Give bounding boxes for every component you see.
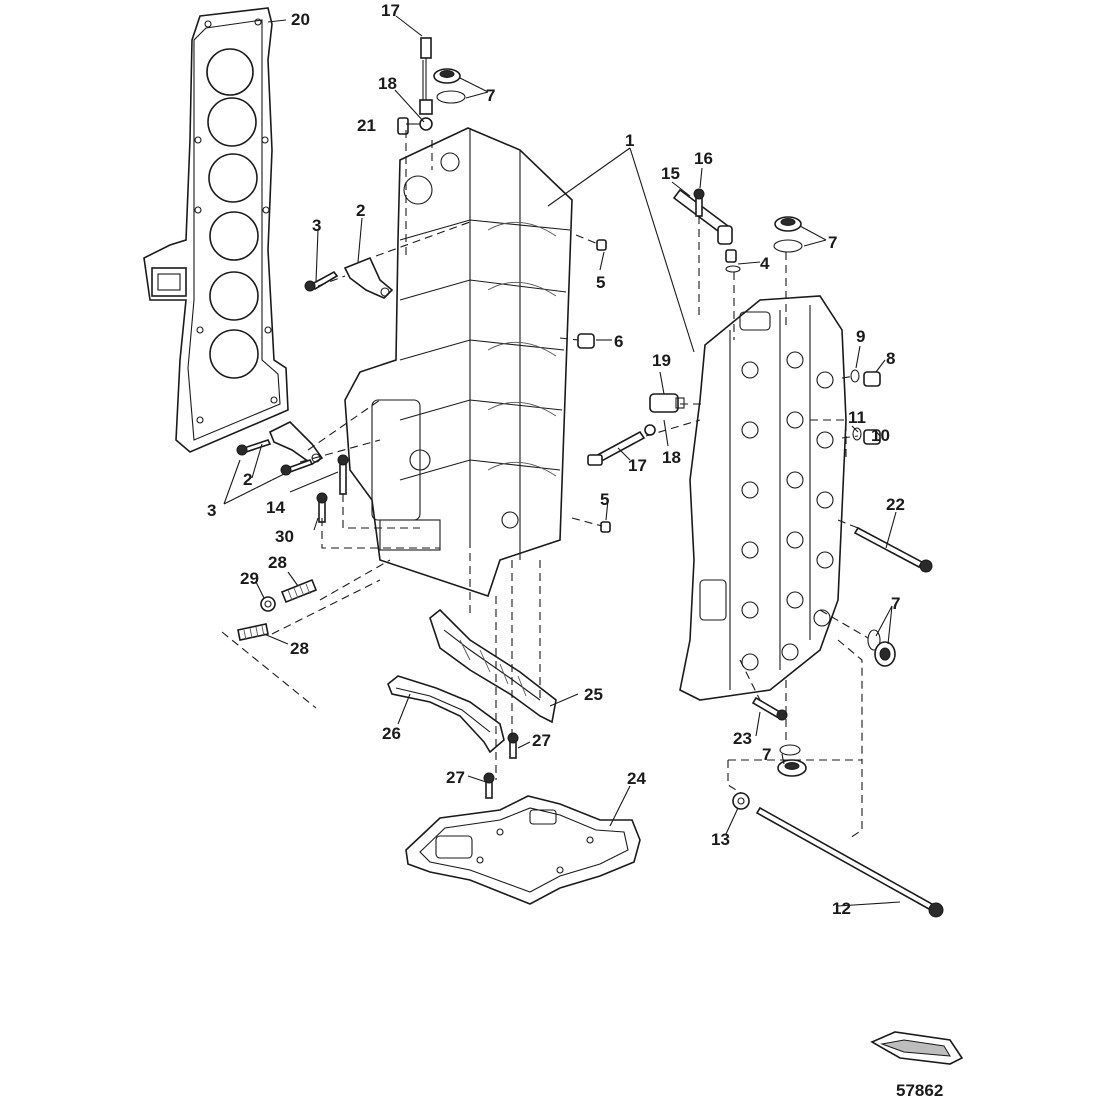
oring-11-part	[852, 427, 862, 441]
bolt-3-upper-part	[304, 270, 339, 292]
cylinder-block-part	[344, 127, 573, 598]
callout-24: 24	[627, 769, 646, 788]
callout-11: 11	[848, 408, 866, 427]
bolt-30-part	[316, 492, 328, 523]
fitting-4-part	[725, 249, 741, 273]
callout-17-upper: 17	[381, 1, 400, 20]
callout-21: 21	[357, 116, 376, 135]
plug-10-part	[863, 429, 881, 445]
callout-13: 13	[711, 830, 730, 849]
callout-20: 20	[291, 10, 310, 29]
plug-6-part	[577, 333, 595, 349]
bracket-upper-part	[343, 256, 394, 299]
bolt-23-part	[751, 696, 788, 721]
bolt-22-part	[853, 526, 933, 573]
nut-29-part	[260, 596, 276, 612]
callout-9: 9	[856, 327, 865, 346]
callout-7-upper-right: 7	[828, 233, 837, 252]
callout-14: 14	[266, 498, 285, 517]
callout-6: 6	[614, 332, 623, 351]
callout-3-lower: 3	[207, 501, 216, 520]
callout-15: 15	[661, 164, 680, 183]
stud-28-upper-part	[280, 578, 318, 604]
callout-28-upper: 28	[268, 553, 287, 572]
callout-25: 25	[584, 685, 603, 704]
callout-28-lower: 28	[290, 639, 309, 658]
bolt-12-part	[755, 806, 944, 918]
callout-7-upper-left: 7	[486, 86, 495, 105]
callout-1: 1	[625, 131, 634, 150]
callout-27-right: 27	[532, 731, 551, 750]
lower-gasket-part	[405, 795, 641, 905]
plug-8-part	[863, 371, 881, 387]
drawing-number: 57862	[896, 1081, 943, 1100]
stud-28-lower-part	[237, 623, 269, 641]
callout-26: 26	[382, 724, 401, 743]
callout-5-lower: 5	[600, 490, 609, 509]
tube-15-part	[672, 188, 733, 245]
outboard-orientation-icon	[870, 1031, 964, 1065]
callout-30: 30	[275, 527, 294, 546]
callout-5-upper: 5	[596, 273, 605, 292]
washer-13-part	[732, 792, 750, 810]
sensor-19-part	[649, 393, 685, 413]
callout-18-upper: 18	[378, 74, 397, 93]
callout-27-left: 27	[446, 768, 465, 787]
plug-5-upper-part	[596, 239, 607, 251]
bolt-27-left-part	[483, 772, 495, 799]
bolt-3-lower-a-part	[236, 439, 272, 456]
grommet-right-part	[867, 629, 896, 667]
oring-9-part	[850, 369, 860, 383]
callout-12: 12	[832, 899, 851, 918]
sensor-lead-upper-part	[419, 37, 433, 131]
callout-10: 10	[871, 426, 890, 445]
callout-7-right: 7	[891, 594, 900, 613]
callout-16: 16	[694, 149, 713, 168]
grommet-upper-left-part	[433, 68, 466, 104]
bolt-27-right-part	[507, 732, 519, 759]
callout-19: 19	[652, 351, 671, 370]
callout-2-upper: 2	[356, 201, 365, 220]
bolt-14-part	[337, 454, 349, 495]
grommet-upper-right-part	[773, 216, 803, 253]
callout-23: 23	[733, 729, 752, 748]
bolt-3-lower-b-part	[280, 459, 314, 476]
callout-labels: 20 17 18 21 7 1 16 15 2 3 7 4 5 9 6 8 19…	[207, 1, 905, 918]
callout-8: 8	[886, 349, 895, 368]
cylinder-head-part	[679, 295, 847, 701]
chain-guide-25-part	[429, 608, 557, 724]
callout-3-upper: 3	[312, 216, 321, 235]
callout-7-lower: 7	[762, 745, 771, 764]
chain-guide-26-part	[387, 675, 505, 754]
callout-22: 22	[886, 495, 905, 514]
plug-5-lower-part	[600, 521, 611, 533]
leader-lines	[223, 15, 901, 907]
callout-18-lower: 18	[662, 448, 681, 467]
callout-29: 29	[240, 569, 259, 588]
head-gasket-part	[143, 7, 289, 453]
callout-4: 4	[760, 254, 770, 273]
callout-17-lower: 17	[628, 456, 647, 475]
bolt-16-part	[693, 188, 705, 217]
grommet-lower-part	[777, 744, 807, 777]
callout-2-lower: 2	[243, 470, 252, 489]
bracket-lower-part	[268, 421, 324, 465]
